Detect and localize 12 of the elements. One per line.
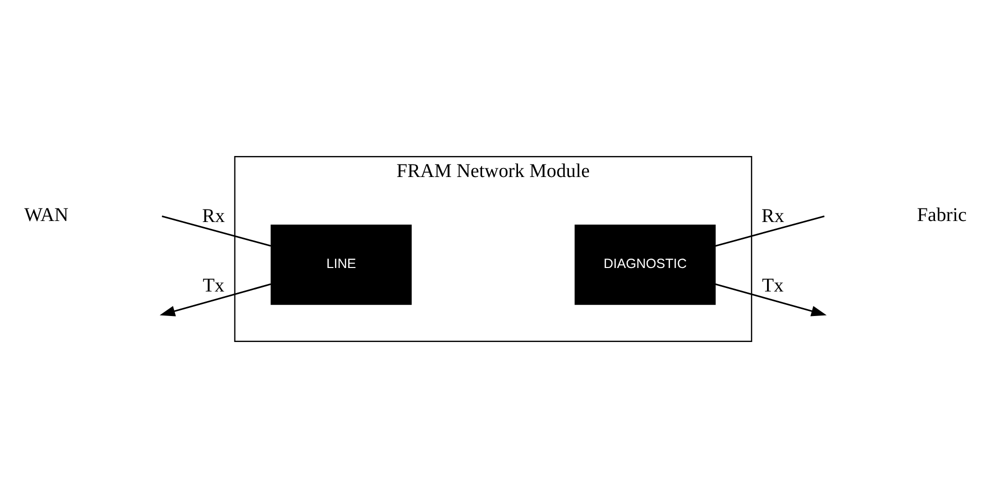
node-box: LINE [270, 224, 412, 305]
edge-label: Tx [202, 275, 224, 296]
edge-label: Rx [761, 206, 784, 228]
connector [162, 215, 272, 247]
edge-label: Rx [202, 206, 225, 228]
arrow [715, 283, 827, 316]
node-box: DIAGNOSTIC [574, 224, 716, 305]
connector [715, 215, 825, 247]
label: Fabric [917, 204, 967, 226]
edge-label: Tx [762, 275, 784, 296]
arrow [160, 283, 272, 316]
label: WAN [24, 204, 68, 226]
